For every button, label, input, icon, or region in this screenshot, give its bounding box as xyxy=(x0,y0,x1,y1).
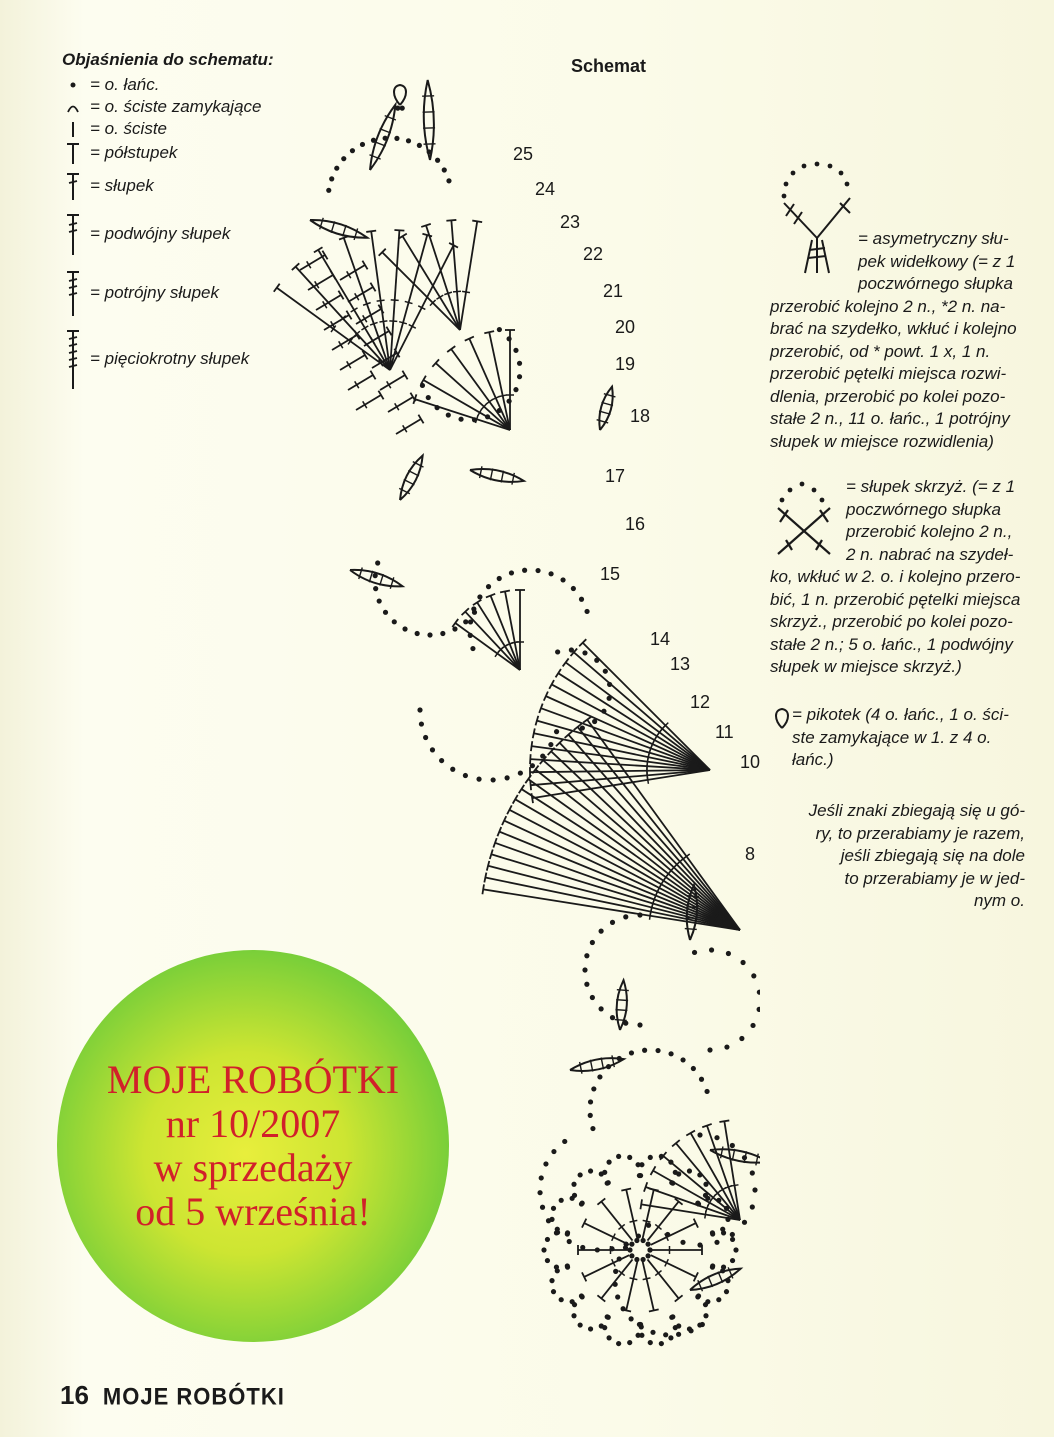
legend-item: = o. ściste zamykające xyxy=(62,96,292,118)
row-label: 12 xyxy=(690,692,710,712)
picot-explanation: = pikotek (4 o. łańc., 1 o. ści- ste zam… xyxy=(792,705,1009,769)
half-double-crochet-icon xyxy=(62,141,84,165)
row-label: 22 xyxy=(583,244,603,264)
bar-icon xyxy=(62,120,84,138)
crossed-stitch-icon xyxy=(777,481,831,555)
row-label: 17 xyxy=(605,466,625,486)
footer: 16 MOJE ROBÓTKI xyxy=(60,1380,285,1411)
row-label: 20 xyxy=(615,317,635,337)
row-label: 19 xyxy=(615,354,635,374)
page-number: 16 xyxy=(60,1380,89,1410)
row-label: 8 xyxy=(745,844,755,864)
triple-treble-icon xyxy=(62,269,84,317)
legend-item: = o. ściste xyxy=(62,118,292,140)
treble-crochet-icon xyxy=(62,212,84,256)
legend-item: = podwójny słupek xyxy=(62,206,292,262)
asymmetric-fork-stitch-icon xyxy=(781,161,851,274)
promo-line: od 5 września! xyxy=(135,1189,371,1234)
crossed-stitch-explanation: = słupek skrzyż. (= z 1 poczwórnego słup… xyxy=(770,477,1021,676)
promo-line: nr 10/2007 xyxy=(165,1101,341,1146)
picot-icon xyxy=(775,707,789,729)
row-label: 10 xyxy=(740,752,760,772)
arc-icon xyxy=(62,101,84,113)
quintuple-treble-icon xyxy=(62,328,84,390)
promo-line: MOJE ROBÓTKI xyxy=(106,1057,400,1102)
row-label: 25 xyxy=(513,144,533,164)
legend: Objaśnienia do schematu: = o. łańc. = o.… xyxy=(62,50,292,394)
row-label: 11 xyxy=(715,722,734,742)
row-label: 21 xyxy=(603,281,623,301)
dot-icon xyxy=(62,80,84,90)
legend-item: = pięciokrotny słupek xyxy=(62,324,292,394)
brand-logo: MOJE ROBÓTKI xyxy=(102,1382,285,1411)
row-label: 15 xyxy=(600,564,620,584)
promo-badge: MOJE ROBÓTKI nr 10/2007 w sprzedaży od 5… xyxy=(57,950,449,1342)
legend-title: Objaśnienia do schematu: xyxy=(62,50,274,69)
promo-line: w sprzedaży xyxy=(153,1145,353,1190)
crochet-diagram: 2524232221201918171615141312111098765432 xyxy=(273,79,760,1347)
row-label: 18 xyxy=(630,406,650,426)
double-crochet-icon xyxy=(62,171,84,201)
row-label: 14 xyxy=(650,629,670,649)
note: Jeśli znaki zbiegają się u gó- ry, to pr… xyxy=(808,801,1025,910)
diagram-title: Schemat xyxy=(571,56,647,76)
legend-item: = potrójny słupek xyxy=(62,262,292,324)
row-label: 16 xyxy=(625,514,645,534)
legend-item: = słupek xyxy=(62,166,292,206)
asymmetric-stitch-explanation: = asymetryczny słu- pek widełkowy (= z 1… xyxy=(770,229,1017,451)
row-label: 23 xyxy=(560,212,580,232)
legend-item: = o. łańc. xyxy=(62,74,292,96)
row-label: 13 xyxy=(670,654,690,674)
legend-item: = półstupek xyxy=(62,140,292,166)
row-label: 24 xyxy=(535,179,555,199)
